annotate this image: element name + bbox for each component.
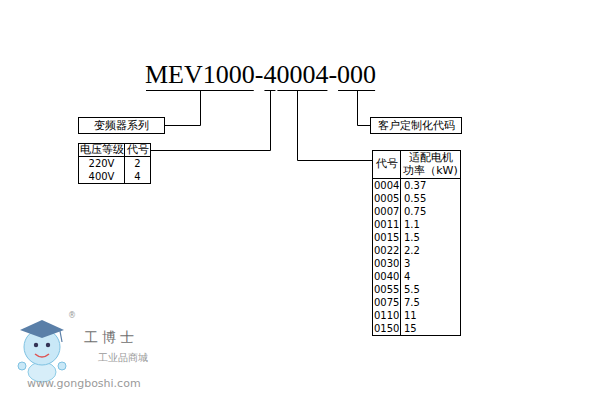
label-box: 客户定制化代码 — [370, 117, 462, 134]
table-cell: 0.55 — [404, 192, 458, 205]
table-cell: 0022 — [374, 244, 400, 257]
mascot-tassel — [60, 331, 62, 342]
label-box: 变频器系列 — [78, 117, 165, 134]
power-table-grid — [372, 150, 461, 336]
table-rule — [400, 150, 401, 335]
voltage-table-grid — [78, 143, 151, 184]
code-underline — [338, 90, 375, 91]
registered-mark: ® — [68, 311, 80, 321]
box-text: 客户定制化代码 — [371, 118, 461, 133]
table-header: 代号 — [125, 143, 150, 156]
table-border — [79, 144, 151, 184]
mascot-logo — [18, 320, 66, 382]
table-header: 适配电机 功率（kW) — [402, 151, 459, 177]
table-cell: 7.5 — [404, 296, 458, 309]
table-cell: 2 — [125, 157, 150, 170]
mascot-hand — [58, 362, 66, 370]
table-cell: 0075 — [374, 296, 400, 309]
mascot-eye — [46, 343, 50, 347]
watermark-text: www.gongboshi.com — [27, 377, 167, 391]
table-cell: 15 — [404, 322, 458, 335]
table-cell: 0040 — [374, 270, 400, 283]
mascot-mouth — [35, 354, 49, 357]
code-underline — [264, 90, 275, 91]
table-cell: 0055 — [374, 283, 400, 296]
table-cell: 0.37 — [404, 179, 458, 192]
table-cell: 0011 — [374, 218, 400, 231]
table-cell: 220V — [79, 157, 124, 170]
table-cell: 0150 — [374, 322, 400, 335]
table-header: 代号 — [373, 157, 400, 170]
code-underline — [146, 90, 254, 91]
leader-line — [150, 91, 271, 151]
mascot-cap — [20, 320, 64, 338]
table-cell: 3 — [404, 257, 458, 270]
table-cell: 0004 — [374, 179, 400, 192]
table-cell: 0015 — [374, 231, 400, 244]
table-cell: 5.5 — [404, 283, 458, 296]
table-cell: 1.5 — [404, 231, 458, 244]
table-rule — [124, 143, 125, 183]
table-cell: 400V — [79, 170, 124, 183]
table-cell: 2.2 — [404, 244, 458, 257]
code-underline — [277, 90, 327, 91]
table-cell: 4 — [404, 270, 458, 283]
table-cell: 11 — [404, 309, 458, 322]
table-cell: 0007 — [374, 205, 400, 218]
leader-line — [165, 91, 201, 126]
mascot-hand — [18, 362, 26, 370]
table-cell: 0.75 — [404, 205, 458, 218]
table-cell: 4 — [125, 170, 150, 183]
table-cell: 0110 — [374, 309, 400, 322]
watermark-text: 工业品商城 — [98, 351, 168, 364]
table-cell: 1.1 — [404, 218, 458, 231]
table-header: 电压等级 — [79, 143, 124, 156]
table-cell: 0005 — [374, 192, 400, 205]
box-text: 变频器系列 — [79, 118, 164, 133]
table-border — [373, 151, 461, 336]
table-rule — [372, 178, 460, 179]
table-rule — [78, 156, 150, 157]
watermark-text: 工博士 — [84, 329, 154, 347]
mascot-eye — [34, 343, 38, 347]
model-code: MEV1000-40004-000 — [145, 62, 376, 88]
leader-line — [298, 91, 373, 161]
table-cell: 0030 — [374, 257, 400, 270]
leader-line — [358, 91, 371, 126]
